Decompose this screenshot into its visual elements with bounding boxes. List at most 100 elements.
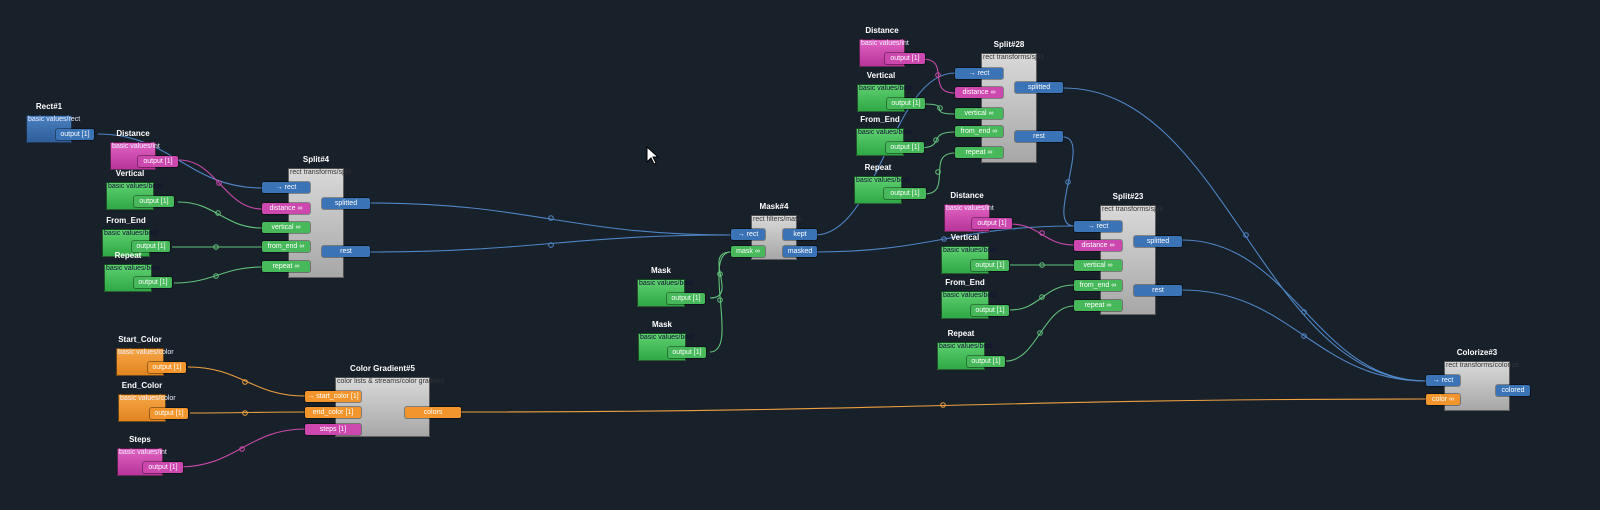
wire-midpoint-handle[interactable] bbox=[215, 210, 221, 216]
port-color[interactable]: output [1] bbox=[148, 362, 186, 373]
port-color[interactable]: output [1] bbox=[150, 408, 188, 419]
port-bool[interactable]: from_end ∞ bbox=[262, 241, 310, 252]
wire-rect[interactable] bbox=[1062, 87, 1427, 382]
wire-midpoint-handle[interactable] bbox=[213, 273, 219, 279]
port-bool[interactable]: output [1] bbox=[971, 305, 1009, 316]
wire-midpoint-handle[interactable] bbox=[1301, 309, 1307, 315]
wire-bool[interactable] bbox=[709, 251, 732, 299]
port-bool[interactable]: output [1] bbox=[668, 347, 706, 358]
port-bool[interactable]: output [1] bbox=[132, 241, 170, 252]
wire-bool[interactable] bbox=[177, 201, 263, 229]
wire-midpoint-handle[interactable] bbox=[1243, 232, 1249, 238]
wire-rect[interactable] bbox=[1181, 239, 1427, 382]
port-rect[interactable]: → rect bbox=[262, 182, 310, 193]
wire-rect[interactable] bbox=[814, 225, 1075, 253]
port-color[interactable]: end_color [1] bbox=[305, 407, 361, 418]
wire-midpoint-handle[interactable] bbox=[933, 137, 939, 143]
port-int[interactable]: output [1] bbox=[138, 156, 178, 167]
port-bool[interactable]: output [1] bbox=[667, 293, 705, 304]
port-rect[interactable]: → rect bbox=[955, 68, 1003, 79]
port-bool[interactable]: vertical ∞ bbox=[955, 108, 1003, 119]
port-int[interactable]: output [1] bbox=[143, 462, 183, 473]
wire-bool[interactable] bbox=[923, 103, 956, 115]
port-bool[interactable]: vertical ∞ bbox=[1074, 260, 1122, 271]
wire-midpoint-handle[interactable] bbox=[216, 180, 222, 186]
port-rect[interactable]: splitted bbox=[322, 198, 370, 209]
port-rect[interactable]: → rect bbox=[1426, 375, 1460, 386]
port-rect[interactable]: output [1] bbox=[56, 129, 94, 140]
port-rect[interactable]: masked bbox=[783, 246, 817, 257]
wire-midpoint-handle[interactable] bbox=[213, 244, 219, 250]
port-rect[interactable]: → rect bbox=[731, 229, 765, 240]
port-color[interactable]: colors bbox=[405, 407, 461, 418]
wire-int[interactable] bbox=[921, 58, 956, 94]
wire-color[interactable] bbox=[187, 366, 306, 397]
wire-midpoint-handle[interactable] bbox=[935, 169, 941, 175]
port-bool[interactable]: output [1] bbox=[887, 98, 925, 109]
wire-midpoint-handle[interactable] bbox=[1039, 230, 1045, 236]
port-rect[interactable]: rest bbox=[1015, 131, 1063, 142]
port-bool[interactable]: output [1] bbox=[967, 356, 1005, 367]
port-rect[interactable]: splitted bbox=[1134, 236, 1182, 247]
port-rect[interactable]: splitted bbox=[1015, 82, 1063, 93]
wire-midpoint-handle[interactable] bbox=[242, 410, 248, 416]
port-rect[interactable]: → rect bbox=[1074, 221, 1122, 232]
wire-midpoint-handle[interactable] bbox=[548, 242, 554, 248]
wire-rect[interactable] bbox=[369, 234, 732, 253]
port-bool[interactable]: repeat ∞ bbox=[262, 261, 310, 272]
wire-midpoint-handle[interactable] bbox=[1039, 294, 1045, 300]
port-rect[interactable]: colored bbox=[1496, 385, 1530, 396]
wire-midpoint-handle[interactable] bbox=[548, 215, 554, 221]
wire-midpoint-handle[interactable] bbox=[1301, 333, 1307, 339]
port-bool[interactable]: repeat ∞ bbox=[955, 147, 1003, 158]
wire-rect[interactable] bbox=[97, 133, 263, 189]
wire-midpoint-handle[interactable] bbox=[239, 446, 245, 452]
wire-midpoint-handle[interactable] bbox=[941, 236, 947, 242]
port-rect[interactable]: rest bbox=[322, 246, 370, 257]
wire-bool[interactable] bbox=[1005, 305, 1075, 362]
port-int[interactable]: distance ∞ bbox=[1074, 240, 1122, 251]
wire-color[interactable] bbox=[460, 398, 1427, 413]
wire-midpoint-handle[interactable] bbox=[935, 72, 941, 78]
wire-midpoint-handle[interactable] bbox=[1065, 179, 1071, 185]
port-int[interactable]: output [1] bbox=[972, 218, 1012, 229]
port-int[interactable]: steps [1] bbox=[305, 424, 361, 435]
wire-midpoint-handle[interactable] bbox=[937, 105, 943, 111]
port-int[interactable]: distance ∞ bbox=[955, 87, 1003, 98]
port-bool[interactable]: vertical ∞ bbox=[262, 222, 310, 233]
port-bool[interactable]: output [1] bbox=[134, 196, 174, 207]
port-bool[interactable]: output [1] bbox=[886, 142, 924, 153]
port-rect[interactable]: kept bbox=[783, 229, 817, 240]
port-color[interactable]: color ∞ bbox=[1426, 394, 1460, 405]
port-bool[interactable]: output [1] bbox=[134, 277, 172, 288]
port-color[interactable]: → start_color [1] bbox=[305, 391, 361, 402]
wire-rect[interactable] bbox=[369, 202, 732, 236]
port-bool[interactable]: repeat ∞ bbox=[1074, 300, 1122, 311]
wire-midpoint-handle[interactable] bbox=[1039, 262, 1045, 268]
port-bool[interactable]: from_end ∞ bbox=[955, 126, 1003, 137]
wire-midpoint-handle[interactable] bbox=[717, 297, 723, 303]
